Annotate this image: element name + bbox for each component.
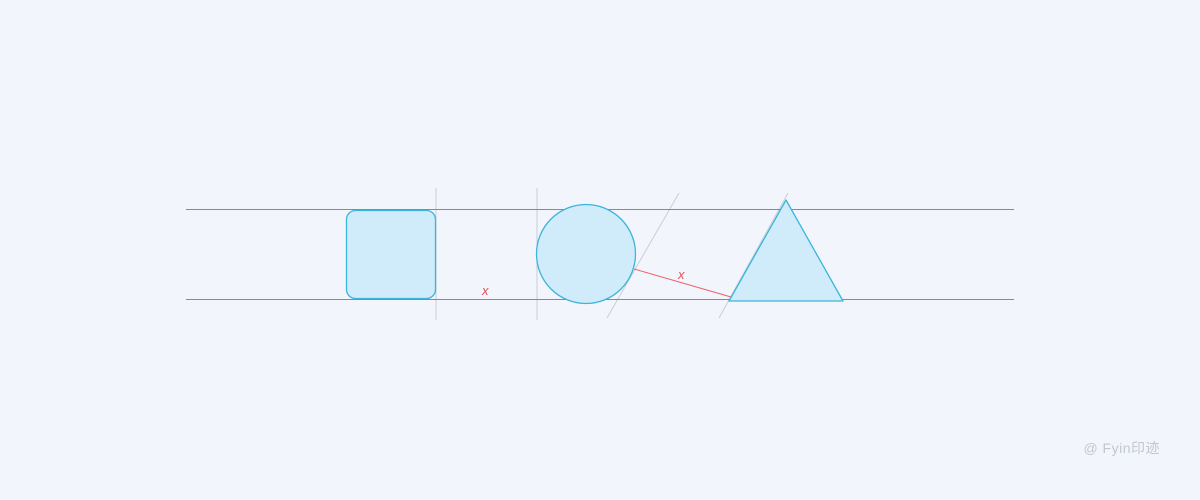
circle-triangle-spacing-line [633, 268, 732, 298]
triangle-shape [728, 199, 844, 302]
watermark: @ Fyin印迹 [1083, 440, 1160, 456]
square-circle-spacing-label: x [481, 283, 489, 298]
rounded-square-shape [345, 209, 437, 300]
circle-tangent-guide [606, 192, 680, 319]
circle-triangle-spacing-label: x [677, 267, 685, 282]
circle-shape [535, 203, 637, 305]
